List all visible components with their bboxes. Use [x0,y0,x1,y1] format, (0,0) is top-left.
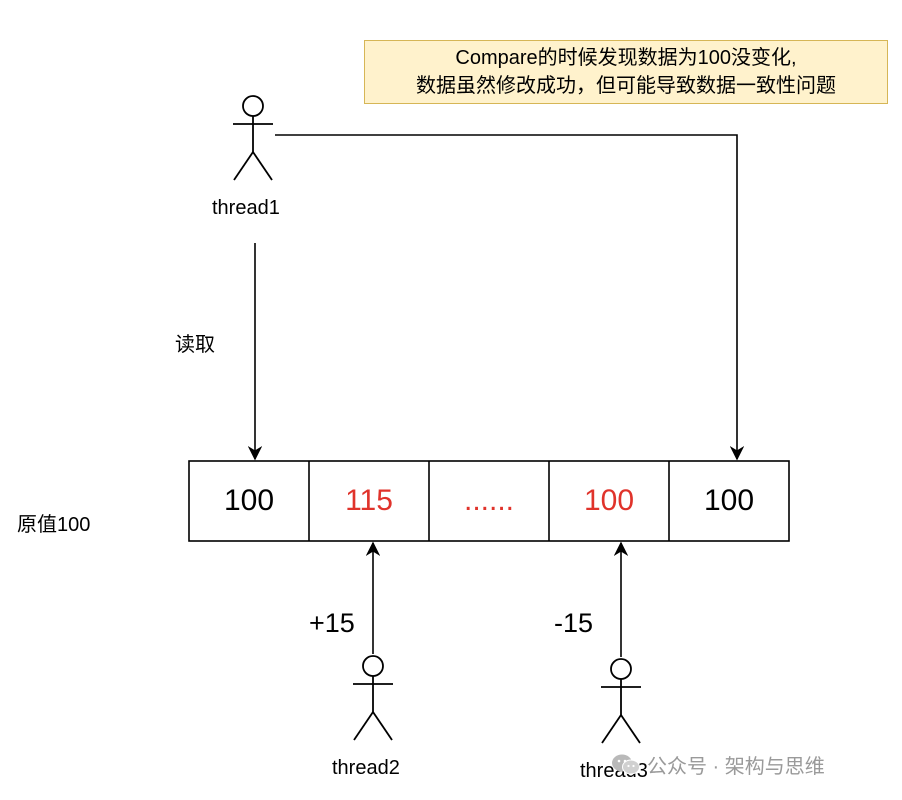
thread1-label: thread1 [212,197,280,219]
note-line-1: Compare的时候发现数据为100没变化, [455,47,797,69]
plus15-label: +15 [309,608,355,638]
array-cell: 115 [345,484,393,517]
thread2-label: thread2 [332,757,400,779]
array-cell: 100 [703,484,755,517]
note-line-2: 数据虽然修改成功，但可能导致数据一致性问题 [416,75,836,97]
array-cell: ...... [463,484,514,517]
watermark: 公众号 · 架构与思维 [611,750,825,779]
thread2-actor-icon [353,655,393,741]
original-value-label: 原值100 [17,514,91,536]
watermark-text: 公众号 · 架构与思维 [647,756,825,778]
array-cell: 100 [223,484,275,517]
thread3-actor-icon [601,658,641,744]
thread1-actor-icon [233,95,273,181]
minus15-label: -15 [554,608,594,638]
array-cell: 100 [583,484,635,517]
compare-note: Compare的时候发现数据为100没变化, 数据虽然修改成功，但可能导致数据一… [364,40,888,104]
compare-arrow [275,134,745,461]
read-label: 读取 [175,334,215,356]
wechat-icon [611,752,641,778]
array-border [188,460,790,542]
